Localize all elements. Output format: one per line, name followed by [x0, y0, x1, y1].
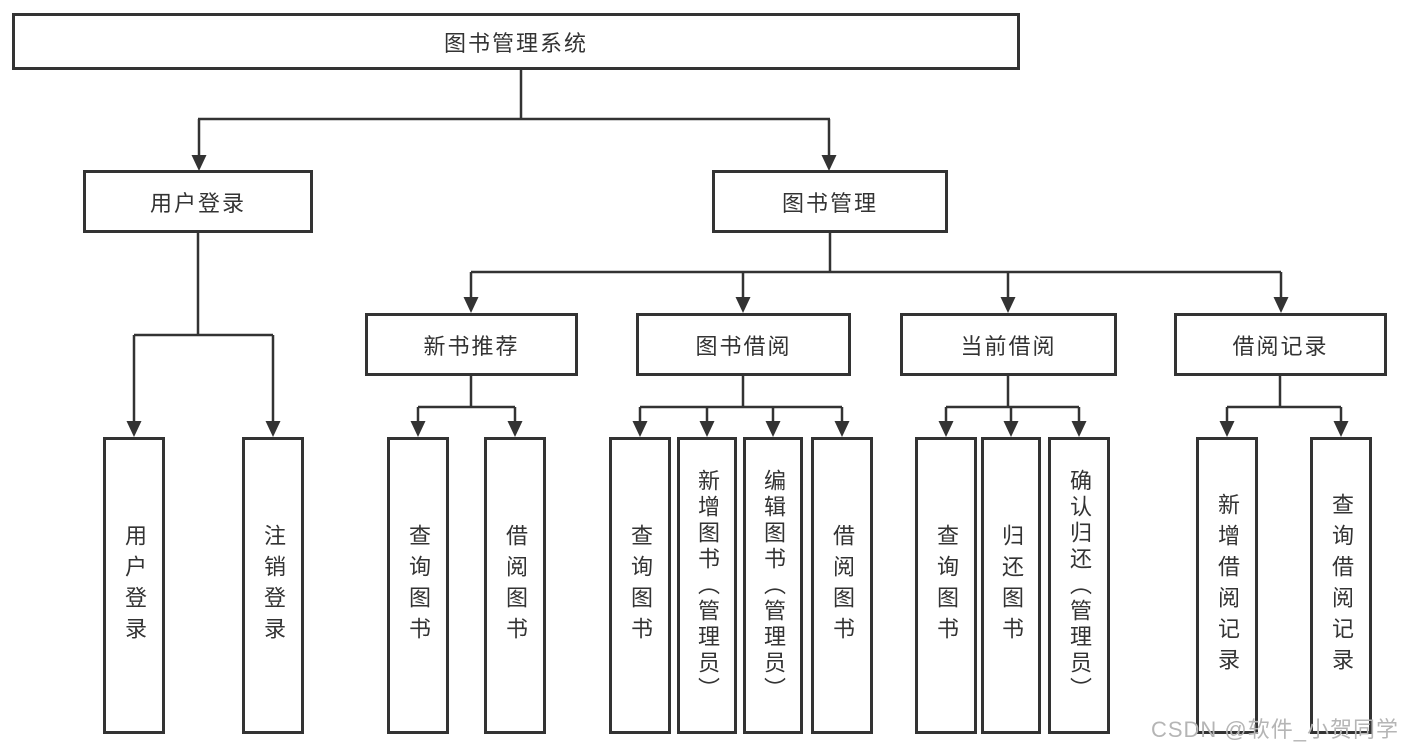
node-leaf-user-login: 用户登录 [103, 437, 165, 734]
node-user-login: 用户登录 [83, 170, 313, 233]
node-leaf-query-books-current: 查询图书 [915, 437, 977, 734]
node-leaf-logout: 注销登录 [242, 437, 304, 734]
node-leaf-add-borrow-record: 新增借阅记录 [1196, 437, 1258, 734]
node-leaf-query-books-recommend: 查询图书 [387, 437, 449, 734]
node-leaf-query-books-borrow: 查询图书 [609, 437, 671, 734]
node-leaf-borrow-books: 借阅图书 [811, 437, 873, 734]
node-book-management: 图书管理 [712, 170, 948, 233]
node-book-borrowing: 图书借阅 [636, 313, 851, 376]
node-new-book-recommendation: 新书推荐 [365, 313, 578, 376]
csdn-watermark: CSDN @软件_小贺同学 [1150, 717, 1399, 742]
node-leaf-add-book-admin: 新增图书（管理员） [677, 437, 737, 734]
node-leaf-query-borrow-record: 查询借阅记录 [1310, 437, 1372, 734]
node-borrowing-records: 借阅记录 [1174, 313, 1387, 376]
node-leaf-edit-book-admin: 编辑图书（管理员） [743, 437, 803, 734]
node-leaf-return-book: 归还图书 [981, 437, 1041, 734]
node-current-borrowing: 当前借阅 [900, 313, 1117, 376]
node-leaf-borrow-books-recommend: 借阅图书 [484, 437, 546, 734]
node-library-management-system: 图书管理系统 [12, 13, 1020, 70]
node-leaf-confirm-return-admin: 确认归还（管理员） [1048, 437, 1110, 734]
